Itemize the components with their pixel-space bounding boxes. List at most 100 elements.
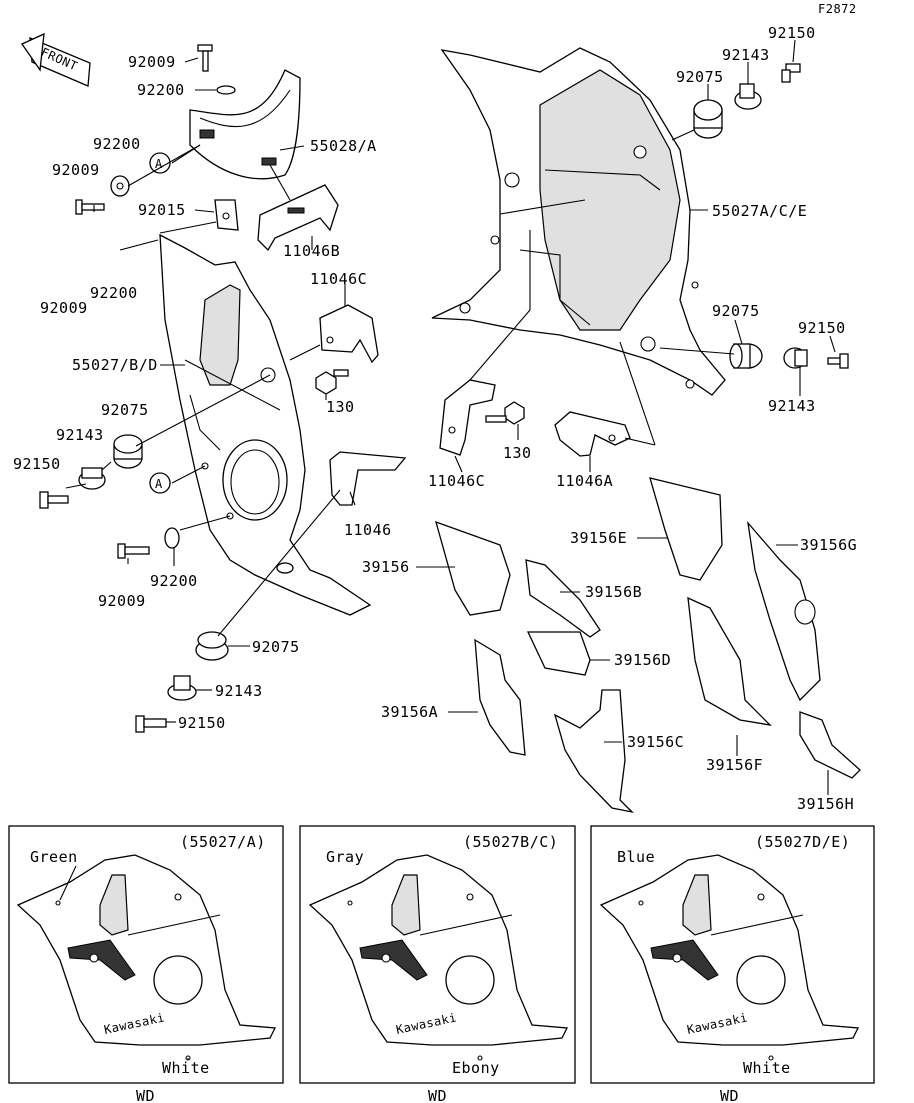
panel-code: (55027B/C) [463,833,558,851]
bracket-11046c-right-icon [439,379,496,456]
pad-39156b-icon [525,559,601,638]
label-39156: 39156 [362,558,410,576]
inner-cover-55028 [189,69,301,180]
screw-92009-lower-icon [117,543,150,559]
panel-top-color: Green [30,848,78,866]
fairing-silhouette: Kawasaki [599,854,860,1061]
label-11046c: 11046C [428,472,485,490]
bracket-11046-icon [329,451,407,506]
leader-lines [65,39,836,795]
label-92009: 92009 [128,53,176,71]
label-39156d: 39156D [614,651,671,669]
collar-92143-right-mid-icon [783,347,808,369]
label-39156g: 39156G [800,536,857,554]
label-92009: 92009 [98,592,146,610]
label-39156f: 39156F [706,756,763,774]
washer-92200-lower-icon [164,527,180,549]
label-92143: 92143 [215,682,263,700]
panel-footer: WD [428,1087,447,1103]
bolt-130-left-icon [315,369,349,395]
collar-92143-left-icon [78,467,106,490]
panel-code: (55027D/E) [755,833,850,851]
fairing-silhouette: Kawasaki [308,854,569,1061]
pad-39156a-icon [474,638,526,756]
callout-letter: A [155,477,163,491]
callout-a-bottom-icon: A [149,472,171,494]
pad-hole [794,599,816,625]
label-92009: 92009 [52,161,100,179]
label-92200: 92200 [93,135,141,153]
panel-code: (55027/A) [180,833,266,851]
label-39156c: 39156C [627,733,684,751]
bolt-130-right-icon [485,401,525,425]
label-39156a: 39156A [381,703,438,721]
pad-39156c-icon [553,689,634,814]
panel-top-color: Blue [617,848,655,866]
label-11046b: 11046B [283,242,340,260]
screw-92150-bottom-icon [135,715,167,733]
label-11046: 11046 [344,521,392,539]
fairing-silhouette: Kawasaki [16,854,277,1061]
label-92150: 92150 [13,455,61,473]
label-11046a: 11046A [556,472,613,490]
screw-92150-right-mid-icon [827,353,849,369]
grommet-92075-right-top-icon [693,99,723,139]
panel-footer: WD [136,1087,155,1103]
label-92200: 92200 [90,284,138,302]
label-92075: 92075 [101,401,149,419]
label-55028a: 55028/A [310,137,377,155]
collar-92143-right-top-icon [734,83,762,110]
washer-92200-top-icon [216,85,236,95]
grommet-92075-right-mid-icon [729,343,763,369]
callout-letter: A [155,157,163,171]
bracket-11046a-icon [554,411,631,457]
label-92075: 92075 [712,302,760,320]
grommet-92075-bottom-icon [195,631,229,661]
left-fairing-55027bd [159,233,372,616]
label-92200: 92200 [137,81,185,99]
label-92075: 92075 [676,68,724,86]
panel-bottom-color: Ebony [452,1059,500,1077]
screw-92150-right-top-icon [781,63,801,83]
panel-bottom-color: White [743,1059,791,1077]
pad-39156g-icon [747,520,821,702]
label-92015: 92015 [138,201,186,219]
label-11046c: 11046C [310,270,367,288]
label-92009: 92009 [40,299,88,317]
screw-92009-left-icon [75,199,105,215]
pad-39156d-icon [526,631,591,676]
screw-92009-top-icon [197,44,213,72]
clip-92015-icon [214,199,239,231]
color-panel-2: (55027B/C) Gray Ebony WD Kawasaki [299,825,576,1103]
label-92150: 92150 [768,24,816,42]
figure-code: F2872 [818,2,857,16]
front-badge: FRONT [21,32,91,87]
panel-bottom-color: White [162,1059,210,1077]
panel-top-color: Gray [326,848,364,866]
label-92150: 92150 [178,714,226,732]
label-130: 130 [326,398,355,416]
pad-39156-icon [435,520,511,616]
callout-labels: 92009 92200 55028/A 92200 92009 92015 11… [13,24,857,813]
pad-39156h-icon [799,711,861,779]
pad-39156e-icon [649,477,723,581]
label-55027ace: 55027A/C/E [712,202,807,220]
label-92143: 92143 [56,426,104,444]
label-92075: 92075 [252,638,300,656]
label-92143: 92143 [722,46,770,64]
bracket-11046b-icon [257,184,339,252]
right-fairing-55027ace [431,47,726,396]
label-39156h: 39156H [797,795,854,813]
label-55027bd: 55027/B/D [72,356,158,374]
callout-a-top-icon: A [149,152,171,174]
color-panel-1: (55027/A) Green White WD Kawasaki [8,825,284,1103]
washer-hole [116,182,124,190]
bracket-11046c-left-icon [319,304,379,364]
label-92150: 92150 [798,319,846,337]
collar-92143-bottom-icon [167,675,197,701]
panel-footer: WD [720,1087,739,1103]
pad-39156f-icon [687,596,772,726]
color-panel-3: (55027D/E) Blue White WD Kawasaki [590,825,875,1103]
grommet-92075-left-icon [113,434,143,469]
